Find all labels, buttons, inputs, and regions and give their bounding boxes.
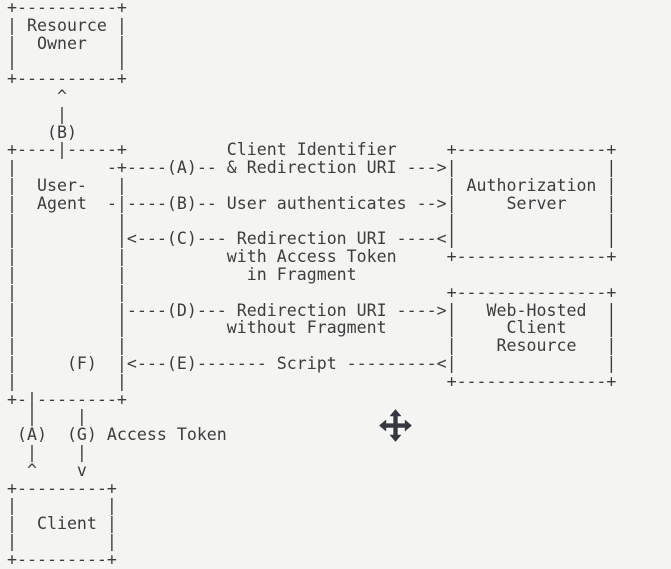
ascii-flow-diagram: +----------+ | Resource | | Owner | | | … [7, 0, 617, 569]
